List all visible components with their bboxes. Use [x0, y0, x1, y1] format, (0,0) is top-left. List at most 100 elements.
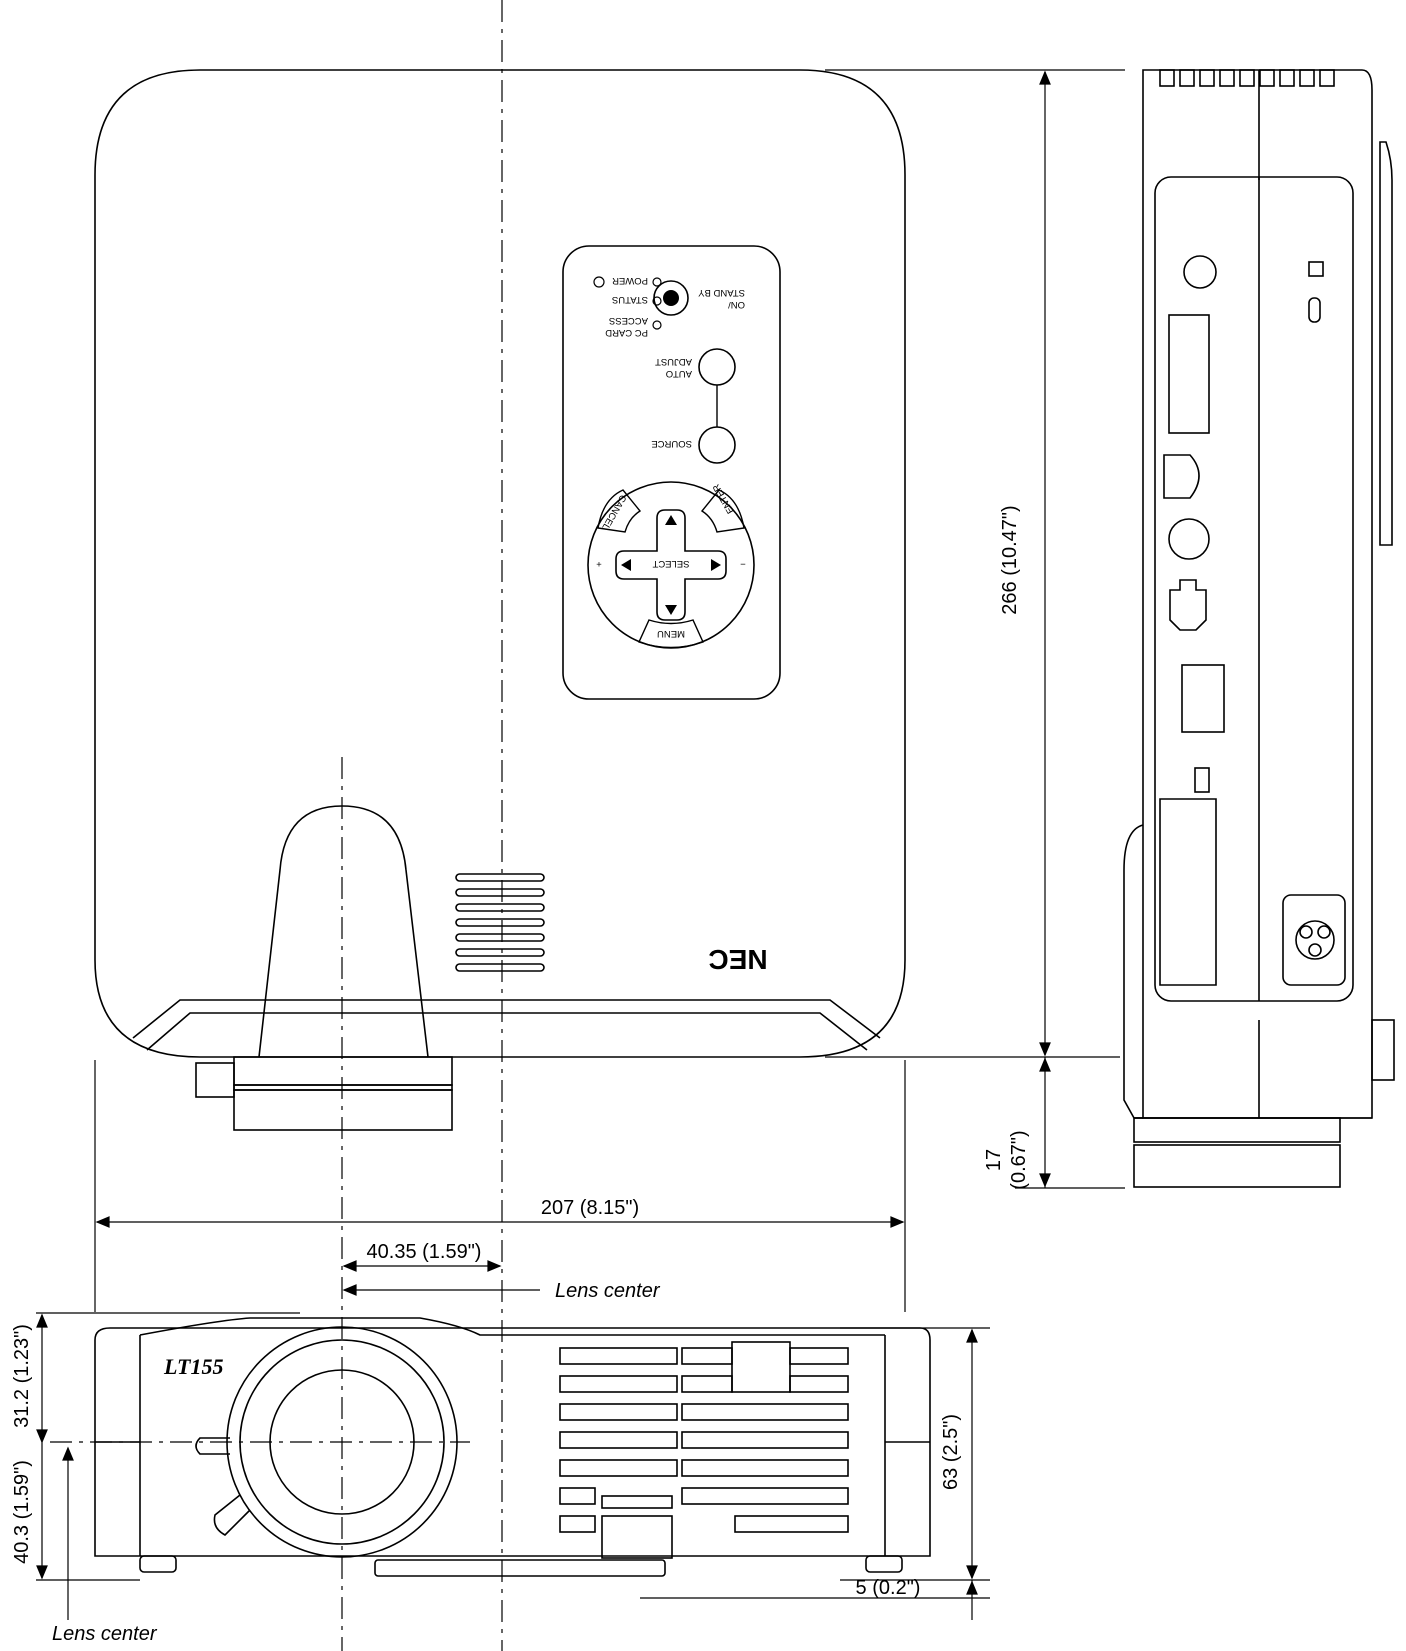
lens-offset-label: 40.35 (1.59")	[367, 1241, 482, 1263]
lens-center-top-label: Lens center	[555, 1280, 661, 1302]
top-vent	[455, 873, 545, 972]
eject-button-icon	[1194, 767, 1210, 793]
rgb-port-icon	[1168, 314, 1210, 434]
lens-barrel-lower	[233, 1089, 453, 1131]
top-view	[94, 0, 906, 1651]
model-logo: LT155	[163, 1354, 223, 1379]
kensington-icon	[1308, 261, 1324, 277]
dvi-port-icon	[1163, 454, 1200, 499]
arrow-icon	[342, 1260, 357, 1272]
front-bevel-inner	[146, 1012, 868, 1051]
side-vents	[1159, 69, 1335, 87]
zoom-lever	[195, 1062, 235, 1098]
plus-label: +	[596, 558, 602, 569]
arrow-icon	[487, 1260, 502, 1272]
side-body-outline	[1142, 69, 1373, 1119]
arrow-icon	[62, 1446, 74, 1461]
side-lens-upper	[1133, 1117, 1341, 1143]
up-arrow-icon[interactable]	[665, 515, 677, 525]
power-inlet-icon	[1295, 920, 1335, 960]
lens-barrel-upper	[233, 1056, 453, 1086]
enter-label: ENTER	[711, 482, 737, 516]
source-button[interactable]	[698, 426, 736, 464]
lens-center-bottom-label: Lens center	[52, 1623, 158, 1645]
menu-button[interactable]	[638, 619, 704, 649]
lens-housing	[258, 805, 429, 1058]
left-foot	[139, 1555, 177, 1573]
right-arrow-icon[interactable]	[711, 559, 721, 571]
mini-din-port-icon	[1169, 579, 1207, 631]
connector-panel	[1154, 176, 1354, 1002]
depth-label: 266 (10.47")	[999, 505, 1021, 614]
lens-top-label: 31.2 (1.23")	[11, 1324, 33, 1428]
power-inlet-frame	[1282, 894, 1346, 986]
pccard-led-icon	[652, 320, 662, 330]
front-view	[50, 1317, 931, 1577]
cancel-label: CANCEL	[599, 493, 628, 532]
arrow-icon	[966, 1580, 978, 1595]
source-label: SOURCE	[651, 438, 692, 449]
pccard-label: PC CARD	[605, 327, 648, 338]
power-led-icon	[652, 277, 662, 287]
minus-label: −	[740, 558, 746, 569]
focus-lever-icon	[195, 1437, 230, 1455]
cancel-button[interactable]	[597, 489, 642, 533]
arrow-icon	[1039, 1173, 1051, 1188]
height-label: 63 (2.5")	[940, 1414, 962, 1490]
right-foot	[865, 1555, 903, 1573]
arrow-icon	[36, 1429, 48, 1444]
pccard-slot-icon	[1159, 798, 1217, 986]
audio-jack-icon	[1183, 255, 1217, 289]
arrow-icon	[36, 1565, 48, 1580]
front-vents	[559, 1341, 849, 1559]
power-pin-2	[1317, 925, 1331, 939]
arrow-icon	[342, 1284, 357, 1296]
svideo-port-icon	[1168, 518, 1210, 560]
menu-label: MENU	[657, 628, 685, 639]
arrow-icon	[1039, 70, 1051, 85]
front-body-outline	[94, 1327, 931, 1557]
side-front-curve	[1123, 824, 1144, 1119]
foot-bottom-label: 5 (0.2")	[856, 1577, 921, 1599]
arrow-icon	[1039, 1057, 1051, 1072]
arrow-icon	[966, 1328, 978, 1343]
status-label: STATUS	[612, 294, 648, 305]
power-indicator: POWER	[593, 275, 662, 288]
access-label: ACCESS	[609, 315, 648, 326]
control-panel-frame	[562, 245, 781, 700]
control-panel: POWER STATUS PC CARD ACCESS ON/ STAND BY…	[562, 245, 781, 700]
standby-label: STAND BY	[698, 287, 745, 298]
left-arrow-icon[interactable]	[621, 559, 631, 571]
nec-logo: NEC	[708, 944, 767, 975]
select-dpad[interactable]	[615, 509, 727, 621]
arrow-icon	[890, 1216, 905, 1228]
foot-release	[601, 1515, 673, 1559]
arrow-icon	[95, 1216, 110, 1228]
arrow-icon	[36, 1313, 48, 1328]
front-bevel-outer	[132, 999, 881, 1039]
power-pin-1	[1299, 925, 1313, 939]
power-button-dot	[663, 290, 679, 306]
on-label: ON/	[728, 299, 745, 310]
top-body-outline	[94, 69, 906, 1058]
side-rail	[1379, 141, 1393, 546]
auto-label: AUTO	[666, 368, 692, 379]
usb-port-icon	[1181, 664, 1225, 733]
status-led-icon	[652, 296, 662, 306]
power-symbol-icon	[593, 276, 605, 288]
down-arrow-icon[interactable]	[665, 605, 677, 615]
front-top-edge	[139, 1317, 885, 1336]
center-foot	[374, 1559, 666, 1577]
zoom-lever-icon	[213, 1494, 251, 1536]
auto-adjust-button[interactable]	[698, 348, 736, 386]
power-button[interactable]	[653, 280, 689, 316]
dimension-lines	[36, 69, 1125, 1620]
remote-sensor	[731, 1341, 791, 1393]
width-label: 207 (8.15")	[541, 1197, 639, 1219]
foot-height-inch-label: (0.67")	[1008, 1130, 1030, 1189]
select-label: SELECT	[652, 558, 689, 569]
side-lens-lower	[1133, 1144, 1341, 1188]
enter-button[interactable]	[700, 489, 745, 533]
side-foot-lever	[1371, 1019, 1395, 1081]
